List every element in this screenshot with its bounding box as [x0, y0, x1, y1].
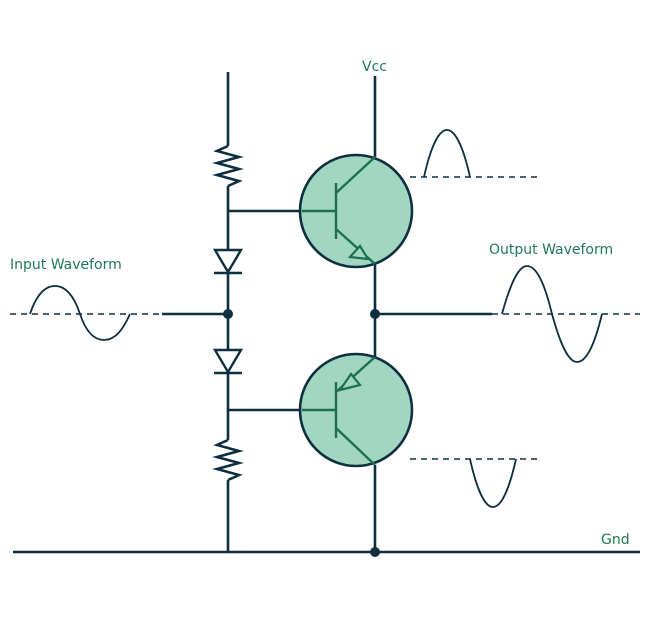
pnp-transistor	[298, 352, 414, 468]
output-junction-dot	[370, 309, 380, 319]
output-waveform	[492, 265, 640, 363]
ground-junction-dot	[370, 547, 380, 557]
input-waveform-label: Input Waveform	[10, 257, 122, 273]
bottom-resistor	[212, 438, 244, 482]
bottom-diode	[212, 348, 244, 375]
bottom-half-waveform	[410, 458, 540, 508]
output-waveform-label: Output Waveform	[489, 242, 613, 258]
top-resistor	[212, 144, 244, 188]
top-diode	[212, 248, 244, 275]
gnd-label: Gnd	[601, 532, 630, 548]
vcc-label: Vcc	[362, 59, 387, 75]
input-waveform	[10, 285, 228, 341]
npn-transistor	[298, 153, 414, 269]
top-half-waveform	[410, 129, 540, 178]
